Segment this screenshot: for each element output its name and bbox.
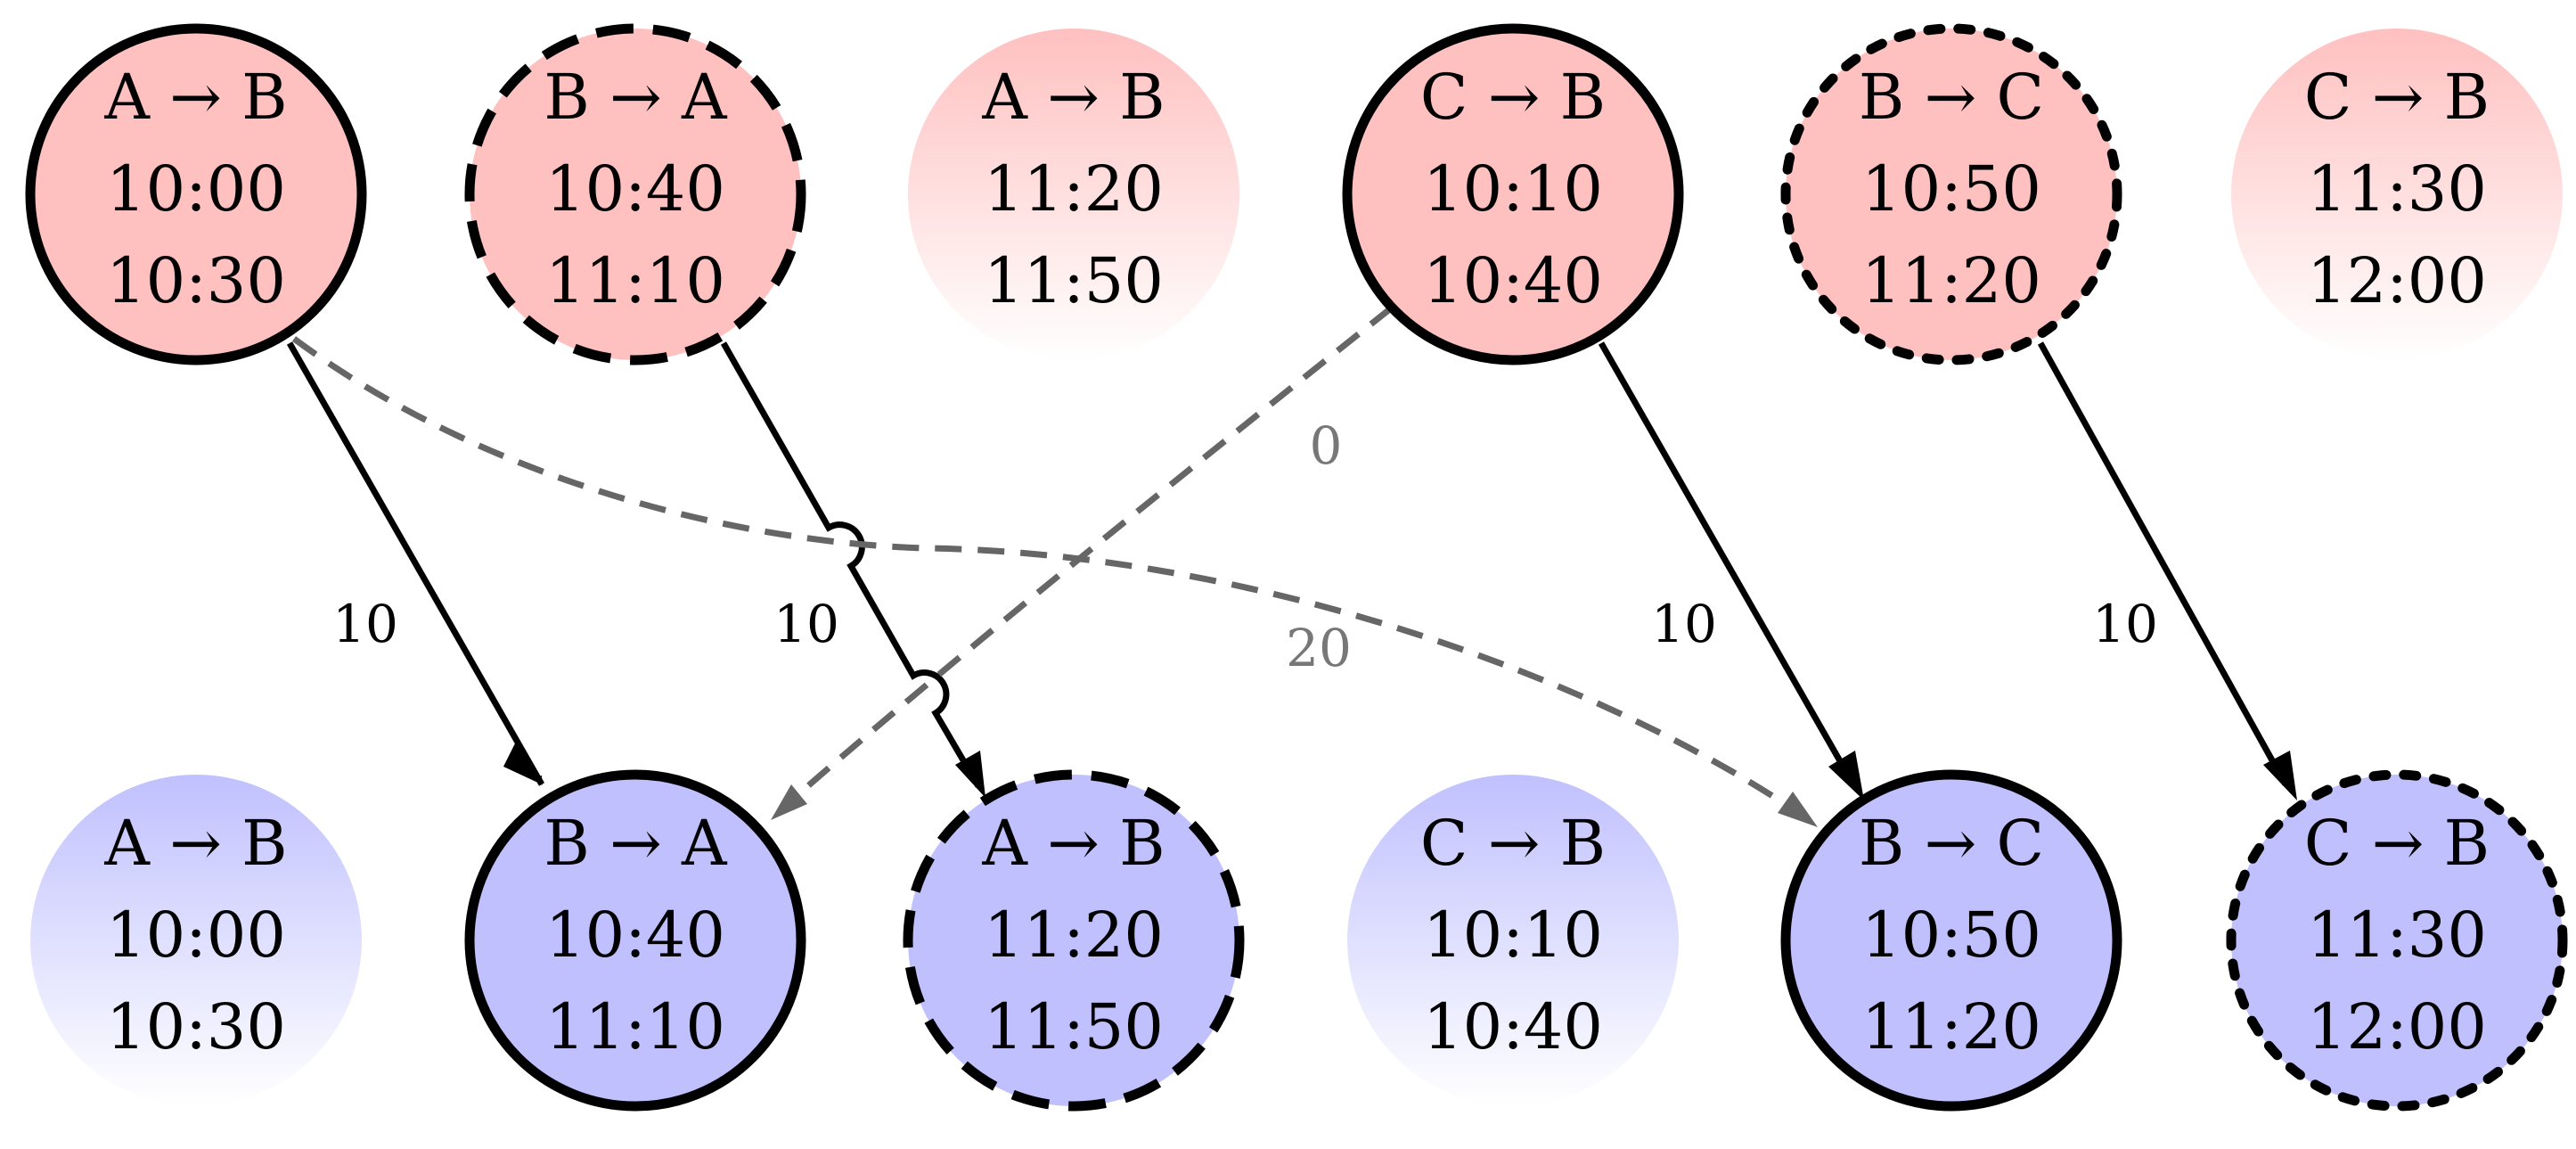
node-departure-text: 11:20 (984, 899, 1164, 972)
node-departure-text: 10:40 (545, 899, 725, 972)
arrowhead-top4-bottom5 (2263, 751, 2297, 800)
node-arrival-text: 11:20 (1861, 244, 2041, 317)
node-route-text: C → B (1420, 61, 1606, 134)
node-route-text: B → C (1859, 61, 2044, 134)
edge-top0-bottom1 (286, 341, 545, 786)
node-arrival-text: 12:00 (2307, 990, 2487, 1063)
node-arrival-text: 12:00 (2307, 244, 2487, 317)
node-arrival-text: 11:20 (1861, 990, 2041, 1063)
node-circle (25, 23, 367, 365)
edge-label-top0-bottom1: 10 (332, 594, 398, 654)
node-top-3: C → B 10:10 10:40 (1342, 23, 1684, 365)
node-top-1: B → A 10:40 11:10 (464, 23, 806, 365)
nodes-layer: A → B 10:00 10:30 B → A 10:40 11:10 A → B 11:20… (25, 23, 2568, 1112)
node-circle (464, 23, 806, 365)
edge-top3-bottom4 (1598, 341, 1857, 786)
node-departure-text: 10:00 (106, 899, 286, 972)
node-arrival-text: 11:10 (545, 990, 725, 1063)
edge-labels: 10 10 10 10 0 20 (332, 415, 2158, 678)
node-bottom-4: B → C 10:50 11:20 (1780, 769, 2122, 1112)
edge-top1-bottom2 (720, 341, 982, 788)
node-departure-text: 11:30 (2307, 152, 2487, 226)
node-circle (903, 769, 1245, 1112)
node-departure-text: 10:40 (545, 152, 725, 226)
node-route-text: A → B (103, 807, 287, 880)
node-top-2: A → B 11:20 11:50 (908, 29, 1239, 360)
node-arrival-text: 10:40 (1423, 244, 1603, 317)
node-circle (1347, 775, 1679, 1106)
edges-layer (286, 305, 2297, 827)
arrowhead-top3-bottom4 (1828, 751, 1864, 800)
node-departure-text: 10:00 (106, 152, 286, 226)
node-circle (30, 775, 362, 1106)
node-bottom-2: A → B 11:20 11:50 (903, 769, 1245, 1112)
node-departure-text: 10:10 (1423, 899, 1603, 972)
arrowhead-top0-bottom1 (503, 740, 542, 784)
node-route-text: C → B (1420, 807, 1606, 880)
node-departure-text: 10:10 (1423, 152, 1603, 226)
node-bottom-3: C → B 10:10 10:40 (1347, 775, 1679, 1106)
node-circle (2226, 769, 2568, 1112)
node-route-text: C → B (2304, 807, 2490, 880)
node-route-text: C → B (2304, 61, 2490, 134)
node-circle (908, 29, 1239, 360)
node-departure-text: 11:30 (2307, 899, 2487, 972)
node-arrival-text: 10:30 (106, 990, 286, 1063)
node-arrival-text: 11:50 (984, 990, 1164, 1063)
node-route-text: A → B (103, 61, 287, 134)
edge-label-top0-bottom4: 20 (1286, 618, 1352, 678)
arrowhead-top1-bottom2 (955, 751, 985, 798)
node-circle (2231, 29, 2563, 360)
arrowhead-top3-bottom1 (771, 784, 807, 820)
node-departure-text: 11:20 (984, 152, 1164, 226)
edge-label-top3-bottom1: 0 (1310, 415, 1343, 476)
node-arrival-text: 11:10 (545, 244, 725, 317)
edge-label-top1-bottom2: 10 (773, 594, 839, 654)
node-top-0: A → B 10:00 10:30 (25, 23, 367, 365)
node-departure-text: 10:50 (1861, 152, 2041, 226)
edge-top4-bottom5 (2037, 341, 2289, 786)
arrowhead-top0-bottom4 (1778, 792, 1818, 827)
edge-top0-bottom4 (291, 336, 1811, 823)
node-arrival-text: 10:40 (1423, 990, 1603, 1063)
edge-label-top3-bottom4: 10 (1651, 594, 1717, 654)
node-arrival-text: 11:50 (984, 244, 1164, 317)
node-arrival-text: 10:30 (106, 244, 286, 317)
node-bottom-1: B → A 10:40 11:10 (464, 769, 806, 1112)
node-route-text: A → B (981, 61, 1165, 134)
node-departure-text: 10:50 (1861, 899, 2041, 972)
node-route-text: B → C (1859, 807, 2044, 880)
node-bottom-5: C → B 11:30 12:00 (2226, 769, 2568, 1112)
node-circle (1780, 23, 2122, 365)
node-route-text: A → B (981, 807, 1165, 880)
node-top-4: B → C 10:50 11:20 (1780, 23, 2122, 365)
node-circle (1780, 769, 2122, 1112)
node-circle (464, 769, 806, 1112)
node-top-5: C → B 11:30 12:00 (2231, 29, 2563, 360)
edge-label-top4-bottom5: 10 (2092, 594, 2158, 654)
node-bottom-0: A → B 10:00 10:30 (30, 775, 362, 1106)
node-route-text: B → A (544, 807, 728, 880)
node-route-text: B → A (544, 61, 728, 134)
node-circle (1342, 23, 1684, 365)
